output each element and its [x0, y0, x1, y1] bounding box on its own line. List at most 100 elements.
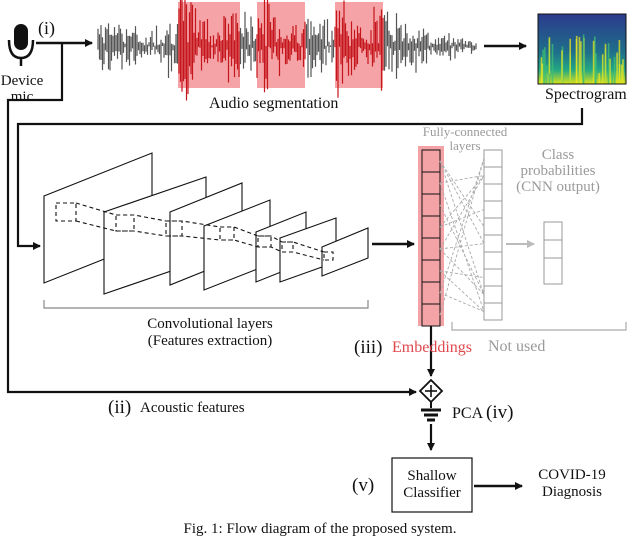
spectrogram-streak	[598, 73, 601, 84]
device-mic-line2: mic	[10, 88, 34, 105]
spectrogram-streak	[595, 53, 597, 84]
spectrogram-streak	[609, 58, 611, 84]
plus-diamond-icon	[418, 378, 444, 404]
covid-line1: COVID-19	[538, 467, 606, 483]
fc-connection	[439, 160, 485, 295]
convolutional-layers-label: Convolutional layers (Features extractio…	[120, 316, 300, 351]
step-v-label: (v)	[352, 475, 375, 496]
shallow-line1: Shallow	[407, 468, 457, 484]
spectrogram-to-cnn-path	[16, 108, 584, 250]
fc-connection	[439, 160, 485, 244]
spectrogram-streak	[551, 43, 554, 84]
spectrogram-streak	[622, 59, 624, 84]
spectrogram-streak	[618, 64, 621, 84]
step-i-label: (i)	[38, 18, 55, 38]
spectrogram-streak	[578, 36, 581, 84]
fc-connection	[439, 270, 485, 312]
audio-waveform	[97, 0, 477, 101]
fc-cell	[483, 149, 503, 168]
fc-connection	[439, 248, 485, 295]
spectrogram-streak	[604, 43, 607, 84]
spectrogram-streak	[607, 43, 610, 84]
fc-cell	[483, 285, 503, 304]
device-mic-line1: Device	[0, 73, 44, 89]
fc-connection	[439, 270, 485, 278]
fc-layer-vector	[483, 149, 503, 321]
fc-connection	[439, 175, 485, 228]
spectrogram-image	[537, 13, 627, 85]
device-mic-label: Device mic	[0, 73, 44, 106]
conv-layers-line1: Convolutional layers	[147, 316, 273, 332]
fully-connected-label: Fully-connected layers	[410, 125, 520, 152]
fc-cell	[483, 166, 503, 185]
spectrogram-streak	[561, 50, 563, 84]
class-prob-line3: (CNN output)	[516, 179, 600, 196]
spectrogram-streak	[541, 63, 544, 84]
fc-connection	[439, 175, 485, 250]
fully-connected-connections	[439, 158, 485, 316]
audio-segmentation-label: Audio segmentation	[209, 95, 339, 112]
conv-layers-line2: (Features extraction)	[147, 333, 273, 350]
spectrogram-streak	[544, 47, 546, 84]
fc-connection	[439, 175, 485, 184]
microphone-icon	[7, 24, 35, 66]
cnn-receptive-fields	[55, 202, 334, 261]
fully-connected-line2: layers	[449, 137, 481, 153]
pca-label: PCA	[452, 405, 484, 422]
fc-cell	[483, 302, 503, 321]
covid-line2: Diagnosis	[542, 483, 602, 500]
spectrogram-streak	[616, 52, 618, 84]
embeddings-vector	[418, 146, 444, 327]
funnel-icon	[421, 402, 441, 422]
spectrogram-label: Spectrogram	[545, 86, 627, 103]
fc-connection	[439, 160, 485, 227]
shallow-line2: Classifier	[403, 485, 461, 502]
spectrogram-streak	[601, 54, 604, 84]
spectrogram-streak	[548, 37, 551, 84]
fc-connection	[439, 158, 485, 294]
acoustic-features-path	[6, 43, 417, 396]
covid-diagnosis-label: COVID-19 Diagnosis	[527, 467, 617, 500]
spectrogram-streak	[592, 40, 595, 84]
class-prob-line2: probabilities	[520, 163, 596, 180]
fc-connection	[439, 209, 485, 228]
shallow-classifier-box	[391, 457, 473, 513]
figure-caption: Fig. 1: Flow diagram of the proposed sys…	[183, 521, 457, 537]
fc-cell	[483, 268, 503, 287]
fc-cell	[483, 234, 503, 253]
fc-cell	[483, 200, 503, 219]
class-probabilities-label: Class probabilities (CNN output)	[503, 147, 613, 196]
fc-cell	[483, 183, 503, 202]
step-ii-label: (ii)	[108, 397, 132, 418]
fc-cell	[483, 251, 503, 270]
not-used-label: Not used	[488, 338, 546, 355]
not-used-brace	[451, 322, 627, 331]
cnn-feature-maps	[43, 152, 369, 295]
fully-connected-line1: Fully-connected	[422, 124, 508, 139]
embeddings-label: Embeddings	[392, 339, 472, 356]
spectrogram-streak	[546, 65, 548, 84]
spectrogram-streak	[569, 38, 571, 84]
acoustic-features-label: Acoustic features	[140, 400, 245, 416]
spectrogram-streak	[548, 73, 551, 84]
spectrogram-streak	[575, 35, 578, 84]
spectrogram-streak	[594, 36, 596, 84]
spectrogram-streak	[582, 34, 585, 84]
spectrogram-streak	[613, 56, 616, 84]
spectrogram-streak	[618, 40, 621, 84]
step-iv-label: (iv)	[486, 402, 514, 423]
step-iii-label: (iii)	[354, 337, 383, 358]
fc-connection	[439, 204, 485, 295]
output-probabilities-vector	[543, 221, 563, 285]
spectrogram-streak	[611, 72, 613, 84]
conv-layers-brace	[43, 300, 369, 309]
class-prob-line1: Class	[541, 147, 575, 163]
spectrogram-streak	[620, 64, 623, 84]
fc-connection	[439, 182, 485, 312]
spectrogram-streak	[582, 73, 585, 84]
fc-cell	[483, 217, 503, 236]
shallow-classifier-label: Shallow Classifier	[392, 468, 472, 503]
spectrogram-streak	[580, 41, 582, 84]
fc-connection	[439, 292, 485, 312]
